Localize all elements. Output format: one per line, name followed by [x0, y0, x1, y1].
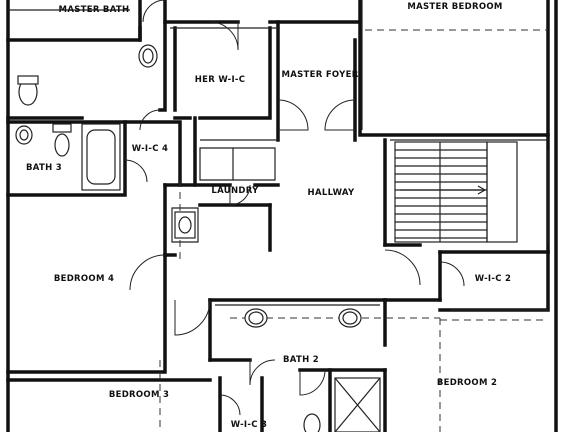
- room-label-laundry: LAUNDRY: [211, 186, 259, 196]
- room-label-bedroom-4: BEDROOM 4: [53, 274, 115, 284]
- room-label-master-bedroom: MASTER BEDROOM: [407, 2, 503, 12]
- room-label-bedroom-3: BEDROOM 3: [108, 390, 170, 400]
- room-label-bedroom-2: BEDROOM 2: [436, 378, 498, 388]
- room-label-wic-2: W-I-C 2: [474, 274, 512, 284]
- room-label-bath-2: BATH 2: [283, 355, 319, 365]
- doors: [124, 0, 465, 416]
- room-label-bath-3: BATH 3: [26, 163, 62, 173]
- room-label-wic-3: W-I-C 3: [230, 420, 268, 430]
- staircase: [394, 141, 518, 243]
- room-label-wic-4: W-I-C 4: [131, 144, 169, 154]
- walls: [6, 0, 558, 432]
- room-label-master-foyer: MASTER FOYER: [281, 70, 359, 80]
- room-label-hallway: HALLWAY: [307, 188, 355, 198]
- room-label-her-wic: HER W-I-C: [194, 75, 246, 85]
- room-label-master-bath: MASTER BATH: [58, 5, 130, 15]
- fixtures: [15, 44, 381, 432]
- partitions: [8, 0, 549, 311]
